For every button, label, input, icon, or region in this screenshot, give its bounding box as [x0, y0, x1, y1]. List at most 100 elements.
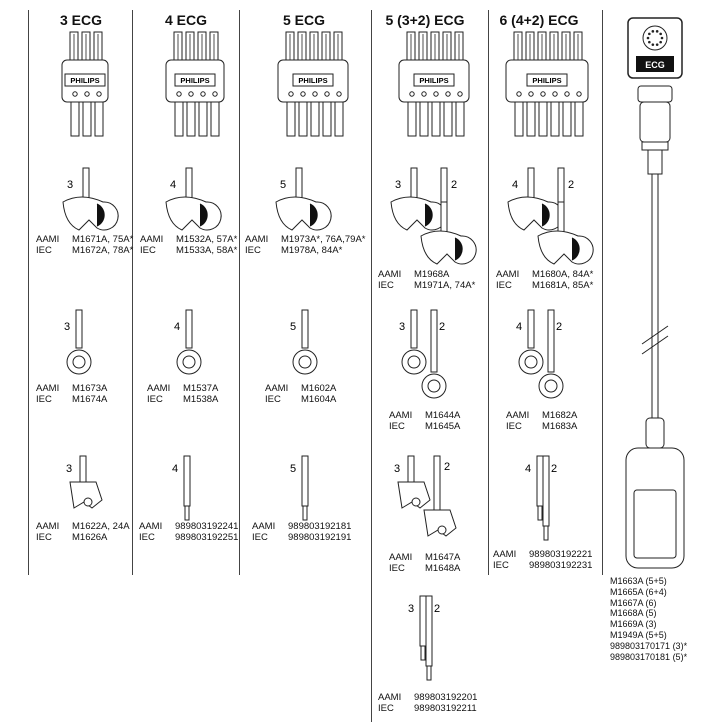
pin-tip	[184, 505, 190, 521]
snap-lead-icon: 5	[275, 167, 332, 231]
iec-part: M1674A	[72, 394, 108, 405]
aami-label: AAMI	[389, 552, 413, 563]
aami-label: AAMI	[140, 234, 164, 245]
connector-6-4-2-lead: PHILIPS	[505, 31, 589, 137]
iec-part: M1971A, 74A*	[414, 280, 476, 291]
iec-label: IEC	[245, 245, 261, 256]
lead-count: 2	[568, 179, 574, 191]
iec-part: M1626A	[72, 532, 108, 543]
label-c4-ring: AAMI M1644A IEC M1645A	[389, 410, 460, 432]
lead-wire	[527, 309, 535, 349]
lead-wire	[334, 101, 344, 137]
aami-part: 989803192221	[529, 549, 593, 560]
aami-part: M1602A	[301, 383, 337, 394]
lead-wire	[407, 101, 417, 137]
trunk-cable-part: M1949A (5+5)	[610, 629, 667, 640]
iec-part: 989803192191	[288, 532, 352, 543]
connector-3-lead: PHILIPS	[61, 31, 109, 137]
trunk-cable-part: M1665A (6+4)	[610, 586, 667, 597]
lead-count: 4	[512, 179, 518, 191]
iec-label: IEC	[140, 245, 156, 256]
lead-count: 2	[444, 461, 450, 473]
iec-part: M1683A	[542, 421, 578, 432]
aami-part: M1682A	[542, 410, 578, 421]
trunk-cable-part: M1669A (3)	[610, 619, 657, 630]
grabber-clip	[69, 481, 103, 509]
lead-wire	[82, 101, 92, 137]
lead-wire	[410, 309, 418, 349]
lead-wire	[550, 101, 560, 137]
lead-wire	[298, 101, 308, 137]
lead-wire	[70, 101, 80, 137]
lead-wire	[574, 101, 584, 137]
iec-part: 989803192251	[175, 532, 239, 543]
snap-lead-icon: 3	[62, 167, 119, 231]
aami-label: AAMI	[139, 521, 163, 532]
aami-label: AAMI	[36, 234, 60, 245]
aami-label: AAMI	[493, 549, 517, 560]
iec-part: M1604A	[301, 394, 337, 405]
iec-label: IEC	[389, 421, 405, 432]
lead-count: 2	[434, 603, 440, 615]
lead-wire	[183, 455, 191, 507]
trunk-cable-part: 989803170181 (5)*	[610, 651, 688, 662]
aami-part: M1673A	[72, 383, 108, 394]
snap-clip	[62, 196, 119, 231]
divider-6	[602, 10, 603, 575]
iec-part: M1978A, 84A*	[281, 245, 343, 256]
lead-wire	[301, 455, 309, 507]
lead-count: 2	[556, 321, 562, 333]
lead-wire	[455, 101, 465, 137]
aami-part: M1671A, 75A*	[72, 234, 134, 245]
pin-tip	[420, 645, 426, 661]
lead-count: 4	[172, 463, 178, 475]
iec-part: M1645A	[425, 421, 461, 432]
lead-wire	[301, 309, 309, 349]
iec-label: IEC	[493, 560, 509, 571]
lead-count: 5	[280, 179, 286, 191]
aami-part: M1968A	[414, 269, 450, 280]
aami-part: M1644A	[425, 410, 461, 421]
lead-count: 3	[64, 321, 70, 333]
snap-clip	[165, 196, 222, 231]
ecg-badge	[636, 56, 674, 72]
aami-label: AAMI	[245, 234, 269, 245]
aami-part: M1647A	[425, 552, 461, 563]
plug-body	[639, 101, 671, 143]
aami-label: AAMI	[496, 269, 520, 280]
trunk-cable-part: M1663A (5+5)	[610, 576, 667, 586]
aami-label: AAMI	[252, 521, 276, 532]
pin-tip	[537, 505, 543, 521]
philips-logo: PHILIPS	[532, 76, 561, 85]
iec-part: M1648A	[425, 563, 461, 574]
lead-wire	[433, 455, 441, 511]
ecg-badge-label: ECG	[645, 60, 665, 70]
lead-wire	[542, 455, 550, 527]
iec-label: IEC	[36, 532, 52, 543]
aami-label: AAMI	[265, 383, 289, 394]
aami-label: AAMI	[389, 410, 413, 421]
iec-label: IEC	[36, 394, 52, 405]
lead-wire	[79, 455, 87, 483]
lead-count: 3	[67, 179, 73, 191]
iec-part: M1681A, 85A*	[532, 280, 594, 291]
iec-label: IEC	[389, 563, 405, 574]
ring-lead-icon: 3	[64, 309, 92, 375]
pin-lead-icon: 5	[290, 455, 309, 521]
lead-count: 4	[170, 179, 176, 191]
aami-label: AAMI	[378, 269, 402, 280]
lead-wire	[310, 101, 320, 137]
aami-label: AAMI	[378, 692, 402, 703]
divider-5	[488, 10, 489, 575]
brand-plate	[64, 73, 106, 87]
